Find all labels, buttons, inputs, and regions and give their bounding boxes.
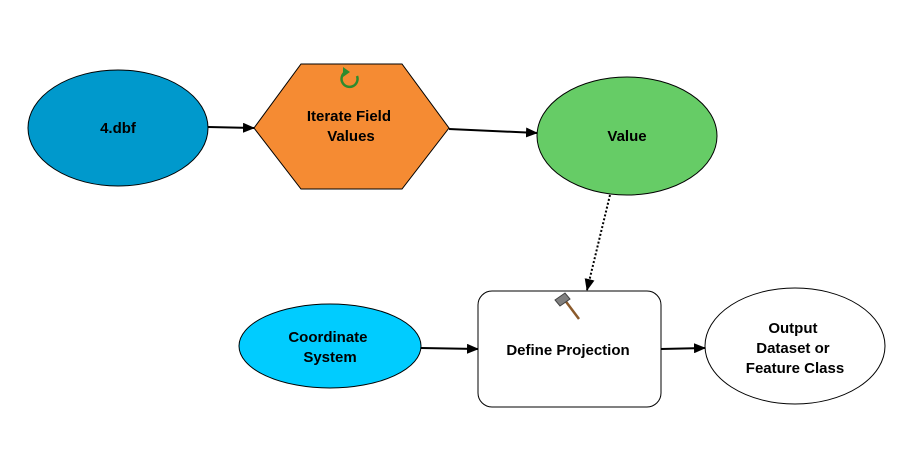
node-output[interactable]: Output Dataset or Feature Class — [704, 287, 886, 405]
node-coordinate-system[interactable]: Coordinate System — [238, 303, 422, 389]
connector-4dbf-to-iterate — [207, 122, 255, 133]
connector-value-to-define-projection — [584, 194, 611, 291]
node-label: Define Projection — [506, 342, 629, 359]
node-label: Output Dataset or Feature Class — [746, 320, 844, 377]
connector-iterate-to-value — [448, 127, 538, 138]
node-shape — [704, 287, 886, 405]
node-shape — [253, 63, 450, 190]
node-iterator[interactable]: Iterate Field Values — [253, 63, 450, 190]
hammer-icon — [554, 292, 580, 320]
connector-coordinate-system-to-define-projection — [420, 343, 479, 354]
node-shape — [536, 76, 718, 196]
node-input-table[interactable]: 4.dbf — [27, 69, 209, 187]
connector-define-projection-to-output — [660, 343, 706, 354]
node-label: Iterate Field Values — [307, 108, 395, 145]
node-value[interactable]: Value — [536, 76, 718, 196]
node-shape — [477, 290, 662, 408]
node-shape — [238, 303, 422, 389]
node-shape — [27, 69, 209, 187]
iterate-icon — [340, 67, 359, 89]
node-label: 4.dbf — [100, 120, 137, 137]
node-tool[interactable]: Define Projection — [477, 290, 662, 408]
node-label: Value — [607, 128, 646, 145]
node-label: Coordinate System — [288, 329, 371, 366]
